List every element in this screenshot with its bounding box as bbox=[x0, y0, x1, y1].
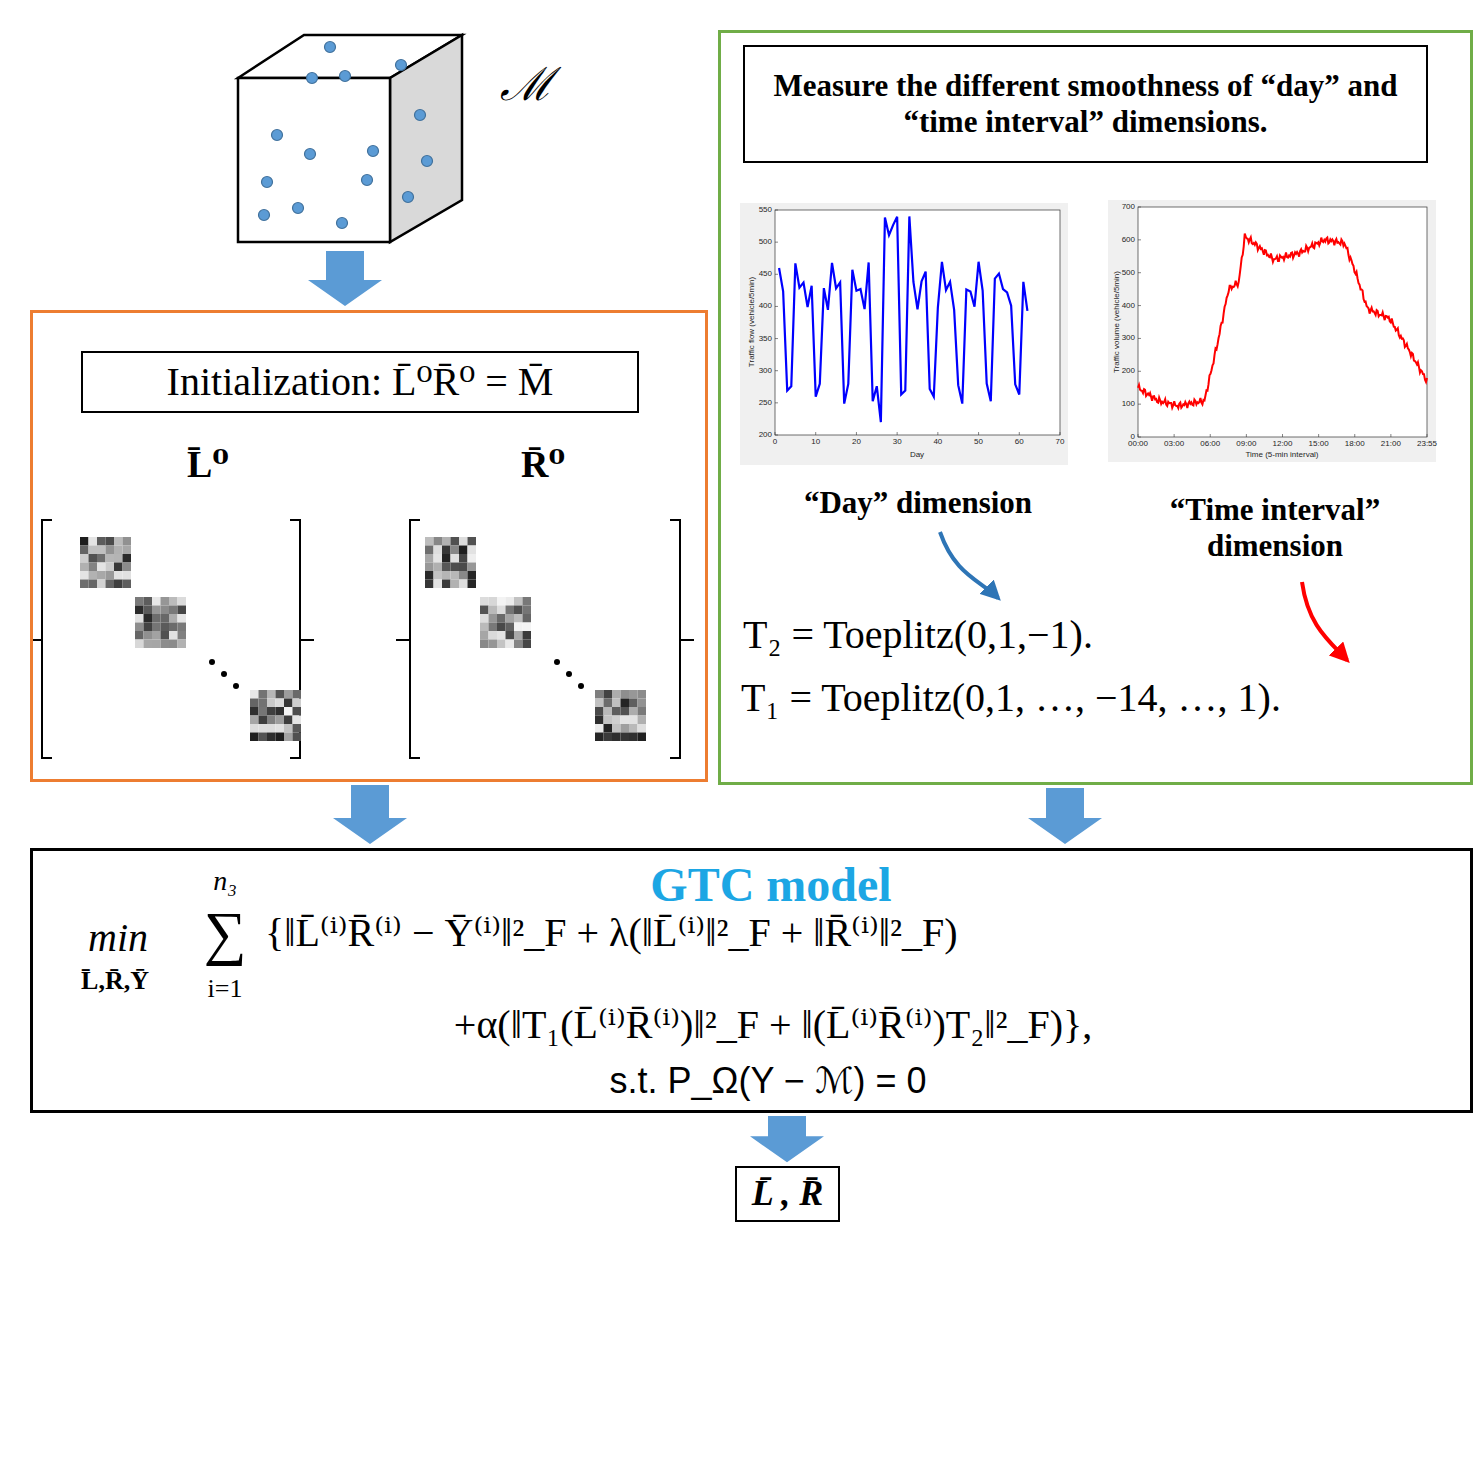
tick-label: 12:00 bbox=[1272, 440, 1292, 448]
plot-ticks bbox=[775, 207, 1427, 437]
tick-label: 60 bbox=[1015, 438, 1024, 446]
tick-label: 18:00 bbox=[1345, 440, 1365, 448]
tick-label: 300 bbox=[759, 367, 772, 375]
plot-series bbox=[779, 216, 1427, 422]
tick-label: 23:55 bbox=[1417, 440, 1437, 448]
tick-label: 450 bbox=[759, 270, 772, 278]
node-text: L̄,R̄,Ȳ bbox=[81, 966, 149, 996]
tick-label: 10 bbox=[811, 438, 820, 446]
node-text: {‖L̄⁽ⁱ⁾R̄⁽ⁱ⁾ − Ȳ⁽ⁱ⁾‖²_F + λ(‖L̄⁽ⁱ⁾‖²_F … bbox=[265, 910, 958, 956]
tick-label: 21:00 bbox=[1381, 440, 1401, 448]
node-text: L̄⁰ bbox=[187, 443, 229, 487]
tick-label: 0 bbox=[773, 438, 777, 446]
tick-label: 400 bbox=[759, 302, 772, 310]
node-text: Initialization: L̄⁰R̄⁰ = M̄ bbox=[167, 359, 554, 405]
matrix-bracket bbox=[396, 520, 694, 758]
tick-label: 200 bbox=[1122, 367, 1135, 375]
tick-label: 50 bbox=[974, 438, 983, 446]
node-text: min bbox=[88, 915, 148, 961]
time-plot-ground bbox=[1108, 200, 1436, 462]
node-text: R̄⁰ bbox=[521, 443, 565, 487]
tick-label: 00:00 bbox=[1128, 440, 1148, 448]
block-arrow bbox=[333, 785, 407, 844]
node-text: “Time interval” dimension bbox=[1140, 492, 1410, 563]
node-text: i=1 bbox=[208, 974, 243, 1004]
initialization-box: Initialization: L̄⁰R̄⁰ = M̄ bbox=[81, 351, 639, 413]
cube-outline bbox=[232, 30, 468, 248]
axis-title: Day bbox=[910, 451, 924, 459]
block-arrow bbox=[308, 251, 382, 306]
tick-label: 500 bbox=[759, 238, 772, 246]
node-text: T₁ = Toeplitz(0,1, …, −14, …, 1). bbox=[741, 675, 1281, 721]
tick-label: 03:00 bbox=[1164, 440, 1184, 448]
node-text: L̄ , R̄ bbox=[752, 1173, 824, 1214]
tick-label: 40 bbox=[933, 438, 942, 446]
measure-box: Measure the different smoothness of “day… bbox=[743, 45, 1428, 163]
output-box: L̄ , R̄ bbox=[735, 1166, 840, 1221]
block-diagonal-cells bbox=[80, 537, 646, 741]
tick-label: 70 bbox=[1056, 438, 1065, 446]
initialization-panel: Initialization: L̄⁰R̄⁰ = M̄ L̄⁰ R̄⁰ bbox=[30, 310, 708, 782]
tick-label: 400 bbox=[1122, 302, 1135, 310]
diagonal-dots bbox=[209, 659, 584, 689]
node-text: “Day” dimension bbox=[804, 485, 1032, 521]
matrix-bracket bbox=[30, 520, 314, 758]
gtc-model-box: GTC model minL̄,R̄,Ȳ n₃∑ i=1 {‖L̄⁽ⁱ⁾R̄⁽ⁱ⁾ −… bbox=[30, 848, 1473, 1113]
tick-label: 350 bbox=[759, 335, 772, 343]
data-cube: ℳ bbox=[232, 30, 468, 248]
axis-title: Traffic flow (vehicle/5min) bbox=[748, 277, 756, 367]
node-text: n₃ bbox=[213, 865, 237, 897]
day-plot-axes bbox=[775, 210, 1060, 435]
node-text: s.t. P_Ω(Y − ℳ) = 0 bbox=[610, 1060, 927, 1101]
time-pointer-arrow bbox=[1302, 582, 1347, 660]
tick-label: 200 bbox=[759, 431, 772, 439]
tick-label: 09:00 bbox=[1236, 440, 1256, 448]
node-text: T₂ = Toeplitz(0,1,−1). bbox=[743, 612, 1093, 658]
day-pointer-arrow bbox=[940, 532, 998, 598]
node-text: Measure the different smoothness of “day… bbox=[761, 68, 1411, 139]
block-arrow bbox=[1028, 788, 1102, 844]
tick-label: 250 bbox=[759, 399, 772, 407]
tick-label: 550 bbox=[759, 206, 772, 214]
node-text: +α(‖T₁(L̄⁽ⁱ⁾R̄⁽ⁱ⁾)‖²_F + ‖(L̄⁽ⁱ⁾R̄⁽ⁱ⁾)T₂… bbox=[454, 1002, 1092, 1048]
node-text: ℳ bbox=[500, 59, 553, 112]
tick-label: 20 bbox=[852, 438, 861, 446]
model-title: GTC model bbox=[650, 857, 891, 912]
axis-title: Time (5-min interval) bbox=[1245, 451, 1318, 459]
tick-label: 06:00 bbox=[1200, 440, 1220, 448]
block-arrow bbox=[750, 1116, 824, 1162]
day-plot-ground bbox=[740, 203, 1068, 465]
tick-label: 100 bbox=[1122, 400, 1135, 408]
tick-label: 300 bbox=[1122, 334, 1135, 342]
time-plot-axes bbox=[1138, 207, 1427, 437]
smoothness-panel: Measure the different smoothness of “day… bbox=[718, 30, 1473, 785]
tick-label: 30 bbox=[893, 438, 902, 446]
tick-label: 700 bbox=[1122, 203, 1135, 211]
axis-title: Traffic volume (vehicle/5min) bbox=[1113, 271, 1121, 373]
node-text: ∑ bbox=[204, 899, 247, 968]
tick-label: 15:00 bbox=[1309, 440, 1329, 448]
tick-label: 600 bbox=[1122, 236, 1135, 244]
tick-label: 500 bbox=[1122, 269, 1135, 277]
